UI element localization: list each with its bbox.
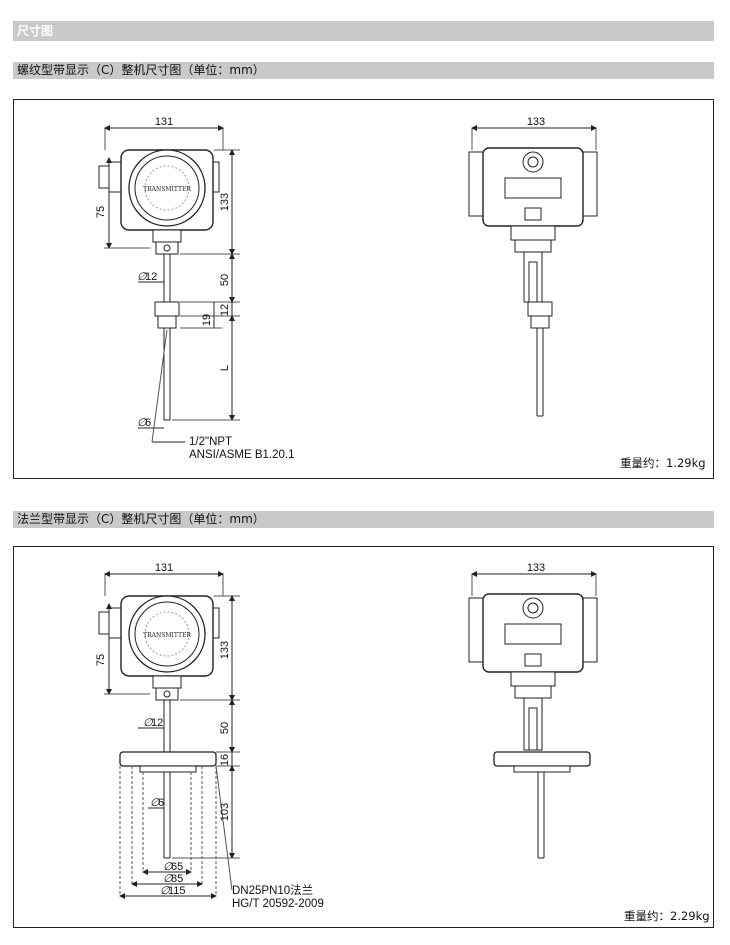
svg-text:∅: ∅	[163, 861, 173, 873]
dim-width-front-2: 131	[155, 562, 173, 574]
dim-16-2: 16	[219, 754, 231, 766]
dim-width-side-1: 133	[527, 116, 545, 128]
dim-75-2: 75	[95, 654, 107, 666]
dim-L-1: L	[219, 365, 231, 371]
svg-text:∅: ∅	[137, 417, 147, 429]
flanged-front-view: 131 75 133 50 16 103 ∅ 12 ∅ 6 ∅ 65 ∅ 85 …	[95, 562, 240, 899]
section-2-title-bar: 法兰型带显示（C）整机尺寸图（单位：mm）	[13, 511, 714, 528]
dim-phi12-1: 12	[145, 271, 157, 283]
svg-text:∅: ∅	[137, 271, 147, 283]
dim-phi12-2: 12	[151, 717, 163, 729]
section-1-title: 螺纹型带显示（C）整机尺寸图（单位：mm）	[17, 63, 265, 77]
dim-50-1: 50	[219, 274, 231, 286]
dim-phi115-2: 115	[168, 885, 186, 897]
section-2-title: 法兰型带显示（C）整机尺寸图（单位：mm）	[17, 512, 265, 526]
thread-spec-line-1: 1/2"NPT	[189, 436, 233, 448]
flange-spec-line-2: HG/T 20592-2009	[232, 898, 324, 910]
svg-text:∅: ∅	[143, 717, 153, 729]
weight-label-2: 重量约：2.29kg	[624, 909, 710, 923]
dim-12-1: 12	[219, 304, 231, 316]
dim-phi65-2: 65	[171, 861, 183, 873]
dim-phi6-1: 6	[145, 417, 151, 429]
dim-133-1: 133	[219, 193, 231, 211]
svg-text:∅: ∅	[163, 873, 173, 885]
thread-spec-note: 1/2"NPT ANSI/ASME B1.20.1	[189, 436, 294, 462]
svg-text:∅: ∅	[160, 885, 170, 897]
threaded-front-view: 131 75 133 50 12 19 L ∅ 12 ∅ 6	[95, 116, 240, 443]
flanged-side-view: 133	[468, 562, 598, 859]
flanged-drawing-panel	[13, 546, 714, 928]
dim-103-2: 103	[219, 803, 231, 821]
threaded-side-view: 133	[468, 116, 598, 417]
section-1-title-bar: 螺纹型带显示（C）整机尺寸图（单位：mm）	[13, 62, 714, 79]
weight-label-1: 重量约：1.29kg	[620, 456, 706, 470]
dim-50-2: 50	[219, 722, 231, 734]
dim-133-2: 133	[219, 641, 231, 659]
dim-75-1: 75	[95, 206, 107, 218]
svg-text:∅: ∅	[150, 797, 160, 809]
dim-width-side-2: 133	[527, 562, 545, 574]
flange-spec-note: DN25PN10法兰 HG/T 20592-2009	[232, 885, 324, 911]
dim-phi6-2: 6	[158, 797, 164, 809]
page-header: 尺寸图	[13, 21, 714, 41]
thread-spec-line-2: ANSI/ASME B1.20.1	[189, 449, 295, 461]
flange-spec-line-1: DN25PN10法兰	[232, 885, 314, 897]
page-title: 尺寸图	[17, 24, 54, 38]
threaded-drawing-panel	[13, 99, 714, 479]
dim-19-1: 19	[201, 314, 213, 326]
dim-phi85-2: 85	[171, 873, 183, 885]
dim-width-front-1: 131	[155, 116, 173, 128]
